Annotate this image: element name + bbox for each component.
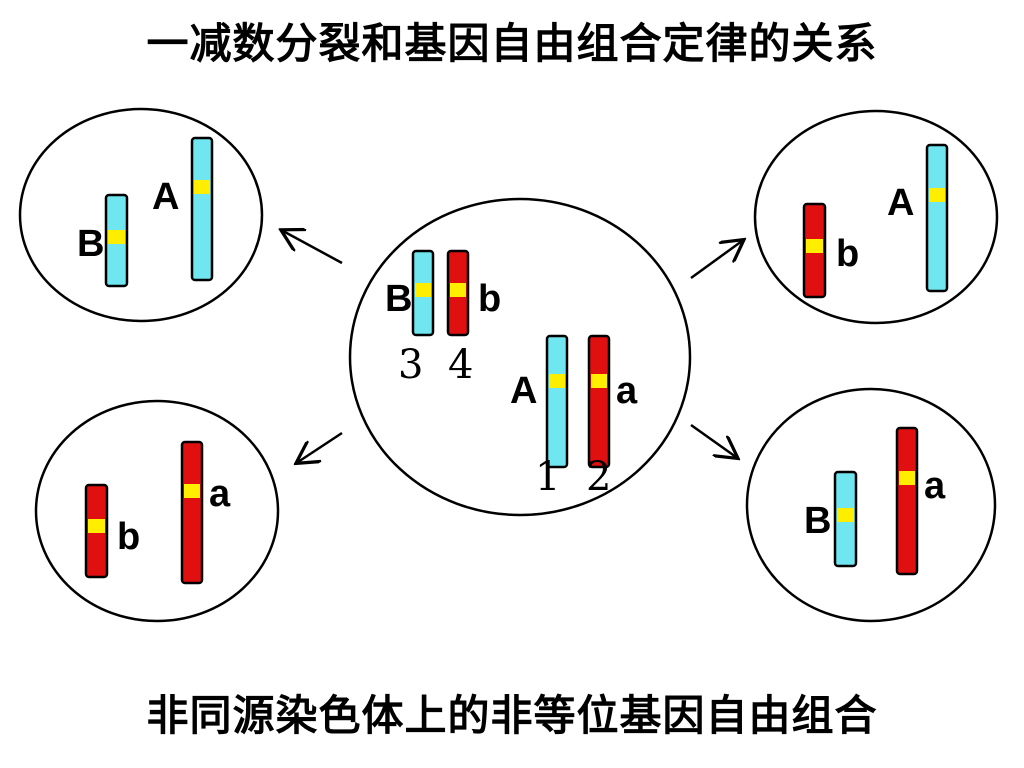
chromosome-large <box>180 440 204 585</box>
chromosome-large <box>895 426 919 576</box>
cell-membrane <box>745 387 997 623</box>
gene-label-A: A <box>510 370 537 412</box>
cell-membrane <box>18 107 264 323</box>
cell-membrane <box>34 399 280 623</box>
gene-label-small: b <box>117 516 140 558</box>
chromosome-number-2: 2 <box>586 454 611 500</box>
chromosome-small <box>84 483 109 579</box>
chromosome-1 <box>545 334 569 469</box>
chromosome-4 <box>446 249 470 337</box>
gene-label-large: a <box>209 473 231 515</box>
cell-membrane <box>753 109 999 325</box>
chromosome-number-4: 4 <box>448 342 473 388</box>
gene-label-small: B <box>77 223 104 265</box>
page-title: 一减数分裂和基因自由组合定律的关系 <box>146 19 878 68</box>
gene-label-large: A <box>887 182 914 224</box>
daughter-cell-bottom-right: B a <box>745 387 997 623</box>
arrow-to-top-left <box>283 231 343 265</box>
gene-label-B: B <box>385 278 412 320</box>
gene-label-small: B <box>804 500 831 542</box>
daughter-cell-top-right: b A <box>753 109 999 325</box>
gene-label-small: b <box>836 233 859 275</box>
chromosome-number-1: 1 <box>535 454 560 500</box>
chromosome-small <box>802 202 827 299</box>
arrow-to-bottom-left <box>298 431 343 462</box>
chromosome-number-3: 3 <box>398 342 423 388</box>
chromosome-2 <box>587 334 611 469</box>
daughter-cell-top-left: B A <box>18 107 264 323</box>
division-arrows <box>283 231 742 462</box>
gene-label-large: A <box>152 176 179 218</box>
gene-label-large: a <box>924 465 946 507</box>
daughter-cell-bottom-left: b a <box>34 399 280 623</box>
arrow-to-bottom-right <box>690 423 736 457</box>
chromosome-3 <box>411 249 435 337</box>
gene-label-b: b <box>478 278 501 320</box>
arrow-to-top-right <box>690 241 742 280</box>
parent-cell: B b A a 3 4 1 2 <box>348 197 692 517</box>
gene-label-a: a <box>616 370 638 412</box>
chromosome-large <box>925 143 949 293</box>
caption: 非同源染色体上的非等位基因自由组合 <box>146 691 878 740</box>
chromosome-small <box>833 470 858 568</box>
chromosome-small <box>104 193 129 288</box>
chromosome-large <box>190 136 214 282</box>
